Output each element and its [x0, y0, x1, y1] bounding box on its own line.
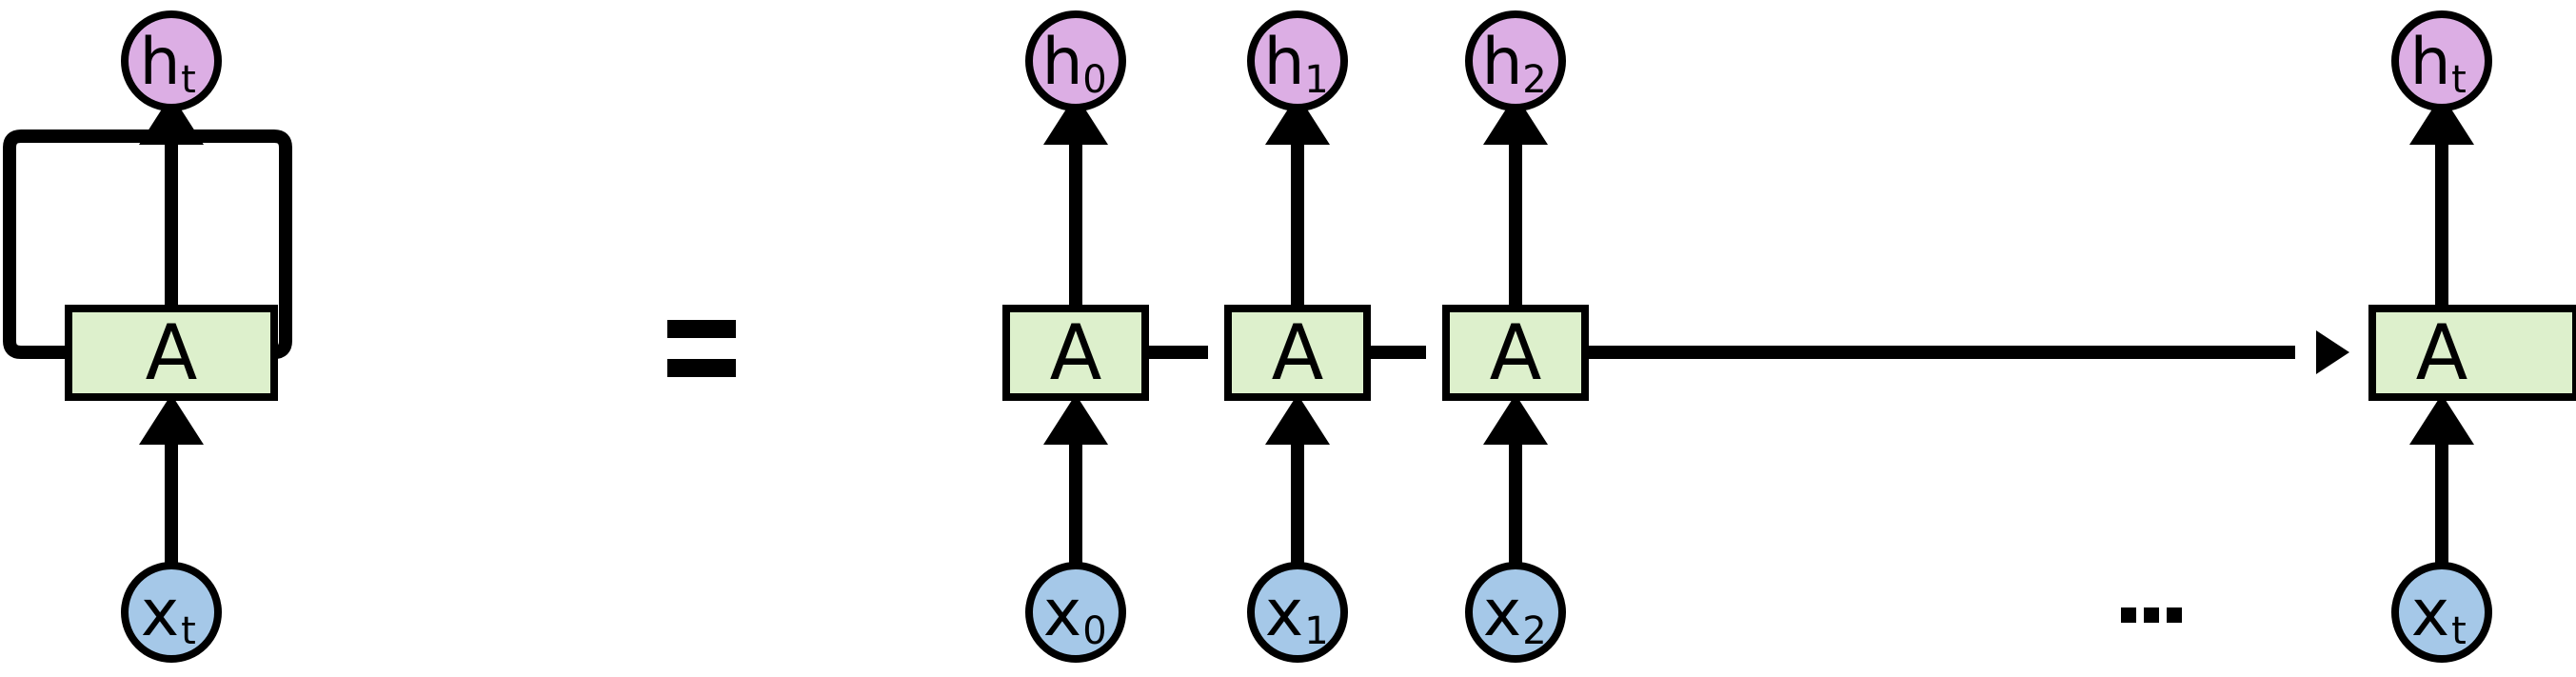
equals-bar-top	[667, 320, 736, 338]
step-2-hidden-label: h	[1481, 25, 1522, 100]
step-2-cell-box[interactable]	[1442, 305, 1589, 401]
step-1-hidden-circle[interactable]	[1247, 10, 1348, 111]
step-0-input-to-cell-arrowhead	[1043, 394, 1108, 445]
folded-input-subscript: t	[181, 609, 196, 653]
step-0-cell-to-hidden-arrowhead	[1043, 94, 1108, 145]
step-t-input-subscript: t	[2451, 609, 2467, 653]
step-2-hidden-subscript: 2	[1522, 58, 1546, 102]
folded-input-to-cell-arrowhead	[139, 394, 204, 445]
step-t-hidden-subscript: t	[2451, 58, 2467, 102]
unrolled-step-t: A h t x t	[2368, 10, 2576, 663]
step-2-hidden-circle[interactable]	[1465, 10, 1566, 111]
step-t-input-label: x	[2411, 576, 2449, 651]
step-1-hidden-label: h	[1263, 25, 1304, 100]
step-2-input-circle[interactable]	[1465, 562, 1566, 663]
step-1-input-subscript: 1	[1304, 609, 1328, 653]
step-0-input-circle[interactable]	[1025, 562, 1126, 663]
folded-hidden-subscript: t	[181, 58, 196, 102]
step-0-input-label: x	[1043, 576, 1081, 651]
unrolled-step-1: A h 1 x 1	[1224, 10, 1371, 663]
folded-input-circle[interactable]	[121, 562, 222, 663]
step-t-cell-to-hidden-arrowhead	[2409, 94, 2474, 145]
step-0-hidden-circle[interactable]	[1025, 10, 1126, 111]
step-1-input-circle[interactable]	[1247, 562, 1348, 663]
sequence-ellipsis: ...	[2121, 607, 2182, 623]
ellipsis-dot-1	[2121, 607, 2136, 623]
step-2-cell-label: A	[1490, 309, 1542, 397]
step-0-cell-box[interactable]	[1002, 305, 1149, 401]
folded-hidden-circle[interactable]	[121, 10, 222, 111]
step-2-input-label: x	[1483, 576, 1521, 651]
folded-cell-label: A	[146, 309, 198, 397]
step-1-cell-to-hidden-arrowhead	[1265, 94, 1330, 145]
step-t-input-circle[interactable]	[2391, 562, 2492, 663]
equals-sign: =	[667, 320, 736, 377]
step-1-cell-label: A	[1272, 309, 1324, 397]
equals-bar-bottom	[667, 359, 736, 377]
step-t-cell-label: A	[2416, 309, 2468, 397]
step-0-hidden-subscript: 0	[1082, 58, 1106, 102]
connector-2-to-t-arrowhead	[2316, 330, 2349, 374]
step-1-input-to-cell-arrowhead	[1265, 394, 1330, 445]
unrolled-rnn-sequence: A h 0 x 0 A h 1 x 1	[1002, 10, 2576, 663]
step-2-cell-to-hidden-arrowhead	[1483, 94, 1548, 145]
ellipsis-dot-3	[2167, 607, 2182, 623]
step-1-cell-box[interactable]	[1224, 305, 1371, 401]
folded-rnn-cell: A h t x t	[3, 10, 292, 663]
folded-cell-to-hidden-arrowhead	[139, 94, 204, 145]
step-t-hidden-label: h	[2409, 25, 2450, 100]
step-0-hidden-label: h	[1041, 25, 1082, 100]
folded-hidden-label: h	[139, 25, 180, 100]
step-2-input-to-cell-arrowhead	[1483, 394, 1548, 445]
step-t-input-to-cell-arrowhead	[2409, 394, 2474, 445]
folded-cell-box[interactable]	[65, 305, 278, 401]
ellipsis-dot-2	[2144, 607, 2159, 623]
folded-input-label: x	[141, 576, 179, 651]
step-1-input-label: x	[1265, 576, 1303, 651]
step-t-hidden-circle[interactable]	[2391, 10, 2492, 111]
step-0-cell-label: A	[1050, 309, 1102, 397]
step-1-hidden-subscript: 1	[1304, 58, 1328, 102]
step-t-cell-box[interactable]	[2368, 305, 2576, 401]
step-2-input-subscript: 2	[1522, 609, 1546, 653]
unrolled-step-0: A h 0 x 0	[1002, 10, 1149, 663]
unrolled-step-2: A h 2 x 2	[1442, 10, 1589, 663]
step-0-input-subscript: 0	[1082, 609, 1106, 653]
